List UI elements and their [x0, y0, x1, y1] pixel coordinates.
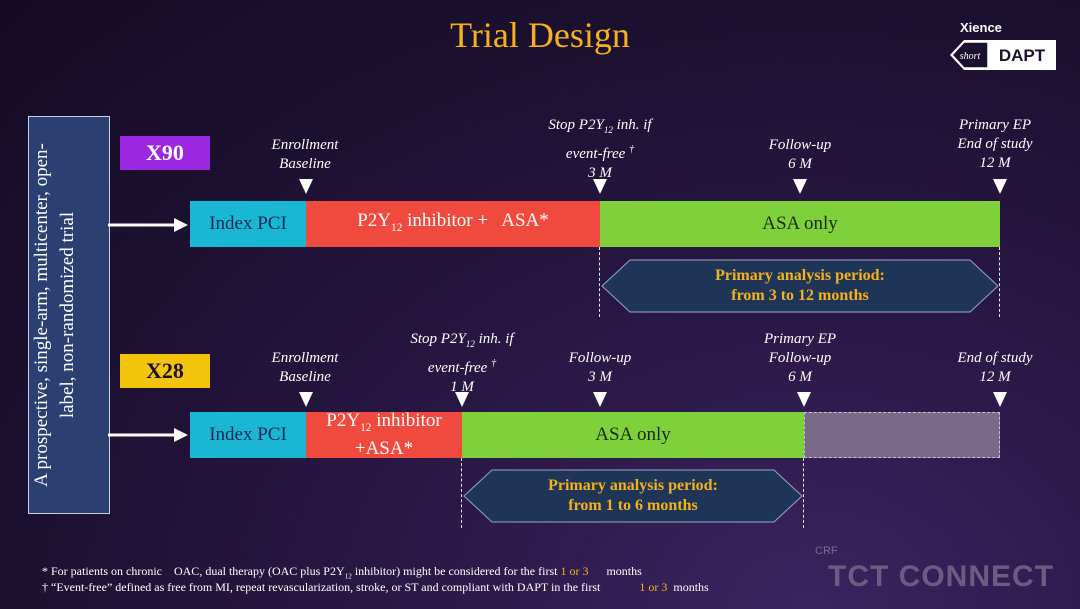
x28-primary-analysis-arrow [463, 469, 803, 523]
study-type-box: A prospective, single-arm, multicenter, … [28, 116, 110, 514]
x28-6m-marker [797, 392, 811, 407]
x90-period-end-line [999, 247, 1000, 317]
page-title: Trial Design [450, 15, 630, 55]
x90-enrollment-marker [299, 179, 313, 194]
footnote-event-free: † “Event-free” defined as free from MI, … [42, 580, 709, 594]
x28-post-period-segment [804, 412, 1000, 458]
x90-asa-only-segment: ASA only [600, 201, 1000, 247]
x28-period-end-line [803, 458, 804, 528]
x28-primary-analysis-text: Primary analysis period:from 1 to 6 mont… [548, 477, 718, 514]
logo-xience-text: Xience [960, 20, 1002, 35]
x90-primary-analysis-text: Primary analysis period:from 3 to 12 mon… [715, 267, 885, 304]
x28-1m-marker [455, 392, 469, 407]
x90-index-pci-segment: Index PCI [190, 201, 306, 247]
logo-short-text: short [960, 51, 981, 62]
footnote-oac: * For patients on chronic OAC, dual ther… [42, 564, 642, 581]
x28-primary-ep-label: Primary EP [763, 331, 837, 347]
x28-enrollment-marker [299, 392, 313, 407]
study-type-text: A prospective, single-arm, multicenter, … [31, 143, 78, 487]
logo-dapt-text: DAPT [999, 46, 1046, 65]
x90-p2y-asa-segment: P2Y12 inhibitor + ASA* [306, 201, 600, 247]
x90-3m-marker [593, 179, 607, 194]
x28-12m-marker [993, 392, 1007, 407]
x90-6m-marker [793, 179, 807, 194]
x28-entry-arrow [108, 428, 188, 442]
x28-period-start-line [461, 458, 462, 528]
x28-p2y-asa-segment: P2Y12 inhibitor +ASA* [306, 410, 462, 459]
x90-stop-p2y-label: Stop P2Y12 inh. if event-free † 3 M [548, 117, 652, 181]
xience-short-dapt-logo: short DAPT [950, 40, 1056, 70]
crf-logo: CRF [815, 545, 838, 557]
x28-asa-only-segment: ASA only [462, 412, 804, 458]
x90-entry-arrow [108, 218, 188, 232]
x28-index-pci-segment: Index PCI [190, 412, 306, 458]
x28-badge: X28 [120, 354, 210, 388]
x28-3m-marker [593, 392, 607, 407]
x90-primary-ep-label: Primary EP [958, 117, 1032, 133]
x90-12m-marker [993, 179, 1007, 194]
tct-connect-logo: TCT CONNECT [828, 560, 1054, 593]
x28-stop-p2y-label: Stop P2Y12 inh. if event-free † 1 M [410, 331, 514, 395]
x90-badge: X90 [120, 136, 210, 170]
x90-primary-analysis-arrow [601, 259, 999, 313]
x90-period-start-line [599, 247, 600, 317]
